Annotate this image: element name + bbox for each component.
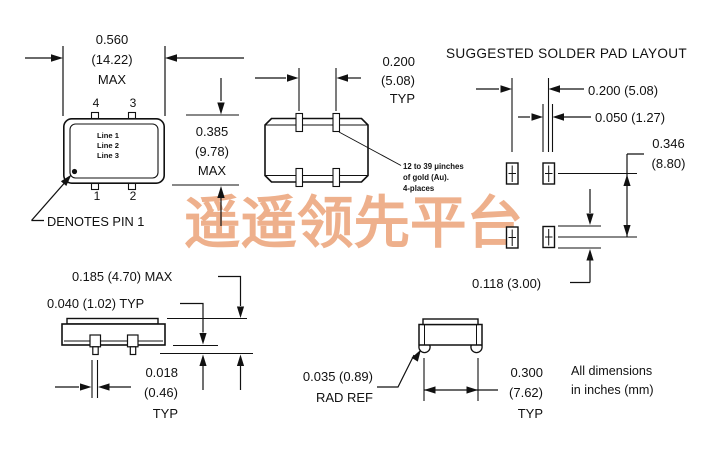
units-note: All dimensions in inches (mm) [571,362,654,400]
dim-foot-radius-qual: RAD REF [315,390,373,405]
dim-pin-spacing: 0.200 (5.08) TYP [345,53,415,109]
dim-overall-height-qual: MAX [197,163,227,178]
dim-pad-spacing: 0.200 (5.08) [588,83,659,98]
dim-foot-spacing-in: 0.300 [510,364,543,380]
marking-line-3: Line 3 [97,150,119,160]
units-note-line-1: All dimensions [571,364,653,378]
dim-foot-spacing-mm: (7.62) [509,385,543,400]
marking-line-2: Line 2 [97,140,119,150]
gold-note-line-1: 12 to 39 μinches [403,161,464,171]
marking-line-1: Line 1 [97,130,119,140]
units-note-line-2: in inches (mm) [571,383,654,397]
dim-foot-radius-value: 0.035 (0.89) [302,369,373,384]
watermark-text: 遥遥领先平台 [184,191,523,254]
top-view-drawing [25,46,244,226]
dim-pin-spacing-mm: (5.08) [381,72,415,88]
dim-pin-width: 0.018 (0.46) TYP [126,363,178,425]
pin-label-2: 2 [129,189,137,203]
gold-note-line-3: 4-places [403,183,435,193]
dim-side-height: 0.185 (4.70) MAX [72,269,173,284]
dim-overall-height: 0.385 (9.78) MAX [186,122,238,181]
dim-foot-spacing: 0.300 (7.62) TYP [496,363,543,425]
dim-foot-spacing-qual: TYP [517,405,543,421]
dim-overall-width-mm: (14.22) [91,52,133,67]
dim-pad-width: 0.050 (1.27) [595,110,666,125]
pad-layout-drawing [476,78,644,284]
solder-pads [505,162,556,249]
dim-pin-spacing-qual: TYP [389,91,415,106]
dim-pin-width-qual: TYP [152,405,178,421]
dim-pad-row-spacing: 0.346 (8.80) [644,134,693,173]
dim-overall-width-in: 0.560 [95,32,129,47]
pad-layout-title: SUGGESTED SOLDER PAD LAYOUT [446,46,688,61]
gold-note-line-2: of gold (Au). [403,172,449,182]
dim-overall-height-mm: (9.78) [195,143,229,159]
dim-pin-width-in: 0.018 [145,364,178,380]
dim-pad-height: 0.118 (3.00) [472,275,542,291]
gold-plating-note: 12 to 39 μinches of gold (Au). 4-places [403,161,464,194]
pin1-dot [71,168,78,175]
end-view-drawing [377,318,498,401]
pin-label-3: 3 [129,96,137,110]
dim-pad-row-spacing-mm: (8.80) [651,155,686,171]
dim-pin-spacing-in: 0.200 [382,54,415,69]
dim-pin-width-mm: (0.46) [144,385,178,400]
pin1-note: DENOTES PIN 1 [47,214,145,229]
pin-label-1: 1 [93,189,101,203]
package-marking: Line 1 Line 2 Line 3 [97,131,119,162]
pin-label-4: 4 [92,96,100,110]
dim-pin-standoff: 0.040 (1.02) TYP [47,296,145,311]
dim-foot-radius: 0.035 (0.89) RAD REF [290,366,373,408]
bottom-view-drawing [255,68,402,188]
dim-overall-width: 0.560 (14.22) MAX [70,30,154,90]
side-view-drawing [55,275,253,398]
dim-overall-height-in: 0.385 [195,124,229,139]
dim-overall-width-qual: MAX [97,72,127,87]
dim-pad-row-spacing-in: 0.346 [652,136,685,151]
gold-note-leader [338,131,402,166]
